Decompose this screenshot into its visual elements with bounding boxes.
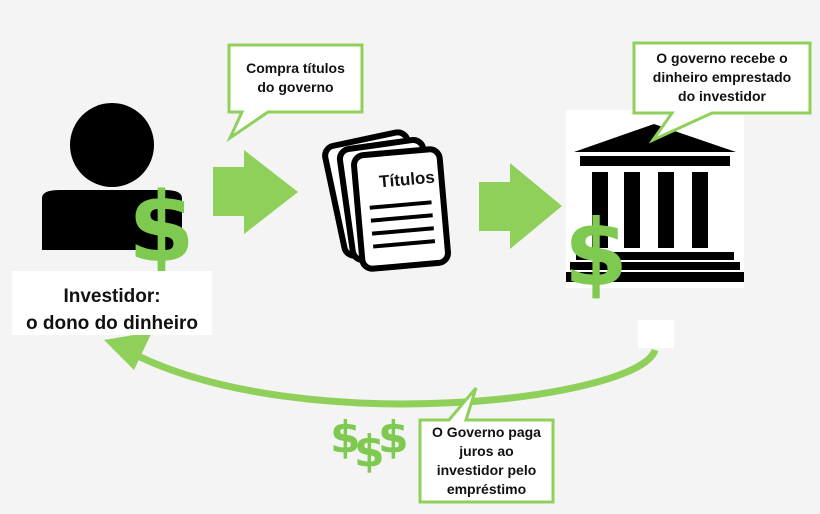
investor-label: Investidor: o dono do dinheiro [12,271,212,335]
callout-pay-line: juros ao [459,443,514,459]
callout-pay-line: investidor pelo [436,462,537,478]
callout-buy-line: do governo [257,79,334,95]
callout-receive-bubble [632,41,812,144]
investor-dollar-icon: $ [128,172,195,284]
money-dollar-icon: $ [330,412,361,463]
callout-buy: Compra títulos do governo [229,59,362,97]
callout-pay-bubble [418,387,555,504]
callout-receive-line: dinheiro emprestado [652,69,792,85]
money-dollar-icon: $ [378,412,409,463]
arrow-right-icon [479,163,562,249]
arrow-right-icon [213,150,298,234]
money-dollar-icon: $ [354,426,385,477]
callout-buy-line: Compra títulos [246,60,345,76]
callout-pay-line: empréstimo [446,481,527,497]
person-icon [42,103,182,250]
callout-receive-line: do investidor [678,88,766,104]
investor-label-line: o dono do dinheiro [25,313,199,334]
government-dollar-icon: $ [564,200,629,307]
callout-receive: O governo recebe o dinheiro emprestado d… [634,49,810,106]
callout-receive-line: O governo recebe o [656,50,788,66]
callout-pay: O Governo paga juros ao investidor pelo … [420,423,553,499]
placeholder-box [638,320,674,348]
callout-pay-line: O Governo paga [432,424,541,440]
documents-icon [322,129,451,272]
return-arrow-icon [104,332,659,408]
investor-label-line: Investidor: [63,286,161,307]
callout-buy-bubble [226,43,364,143]
